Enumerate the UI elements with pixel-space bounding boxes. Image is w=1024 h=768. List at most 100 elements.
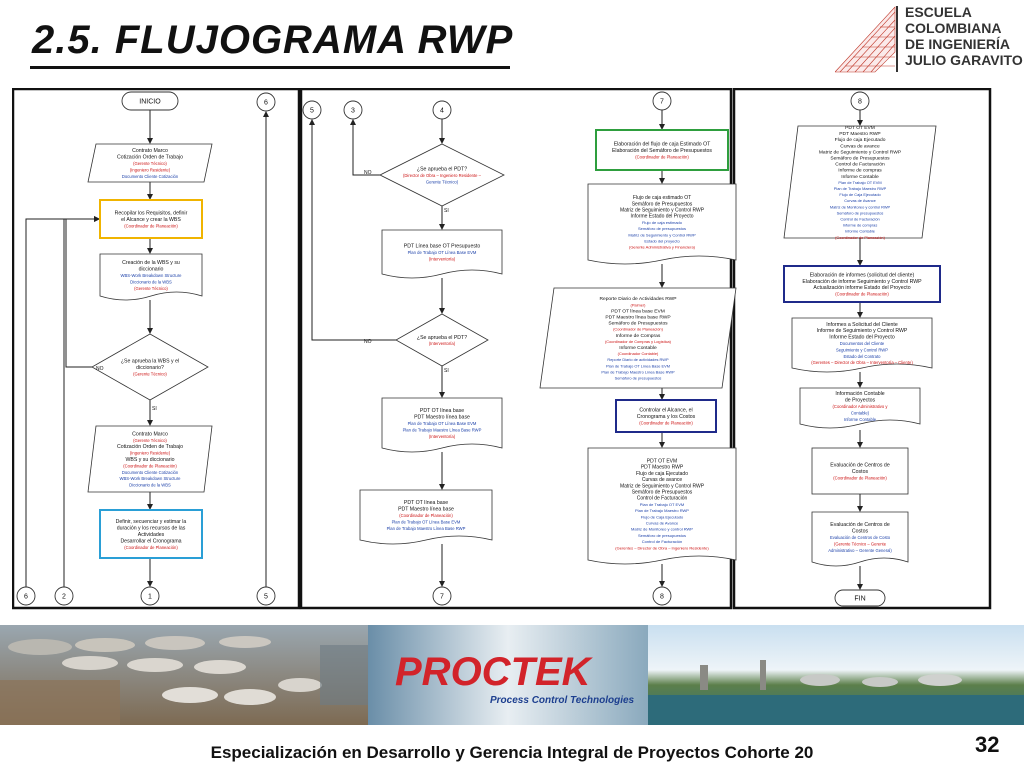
decision-diamond — [395, 313, 489, 367]
connector-circle — [652, 586, 672, 606]
wbs-data-box-line: WBS y su diccionario — [125, 457, 174, 463]
wbs-data-box: Contrato Marco(Gerente Técnico)Cotizació… — [87, 425, 213, 493]
pdt-master-baseline-doc-line: Plan de Trabajo OT Línea Base EVM — [392, 519, 461, 524]
pdt-evm-doc-line: Control de Facturación — [642, 539, 682, 544]
schedule-box-line: (Coordinador de Planeación) — [124, 545, 178, 550]
daily-report-data-line: Reporte Diario de Actividades RWP — [599, 296, 676, 302]
pdt-ot-baseline-doc-line: PDT Maestro línea base — [414, 415, 470, 421]
slide-title: 2.5. FLUJOGRAMA RWP — [32, 18, 514, 62]
brand-tagline: Process Control Technologies — [490, 695, 635, 706]
document-box — [811, 511, 909, 567]
pdt-baseline-doc-line: (Interventoría) — [429, 256, 456, 261]
daily-report-data-line: Informe Contable — [619, 345, 657, 351]
monitoring-data-line: Informe de compras — [843, 223, 878, 228]
monitoring-data-line: Flujo de caja Ejecutado — [835, 137, 886, 143]
branch-label: NO — [96, 366, 104, 372]
monitoring-data-line: Curvas de avance — [840, 143, 880, 149]
connector-circle — [850, 91, 870, 111]
pdt-evm-doc-line: Semáforo de presupuestos — [638, 533, 686, 538]
connector-c3: 3 — [343, 100, 363, 120]
accounting-info-doc-line: Contable) — [851, 410, 870, 415]
cashflow-doc-line: (Gerente Administrativa y Financiera) — [629, 245, 696, 250]
connector-number: 7 — [440, 594, 444, 601]
end-terminal: FIN — [834, 589, 886, 607]
wbs-data-box-line: Diccionario de la WBS — [129, 483, 171, 488]
start-terminal-label: INICIO — [139, 99, 161, 106]
cashflow-elaboration-box-line: (Coordinador de Planeación) — [635, 154, 689, 159]
connector-number: 8 — [660, 594, 664, 601]
wbs-approval-decision: ¿Se aprueba la WBS y eldiccionario?(Gere… — [91, 333, 209, 401]
wbs-data-box-line: Documento Cliente Cotización — [122, 470, 179, 475]
pdt-evm-doc-line: Matriz de Seguimiento y Control RWP — [620, 483, 705, 489]
client-reports-doc-line: Informe de Seguimiento y Control RWP — [817, 328, 908, 334]
reports-elaboration-box-line: Elaboración de informes (solicitud del c… — [810, 272, 915, 278]
pdt-baseline-doc-line: PDT Línea base OT Presupuesto — [404, 244, 481, 250]
cost-centers-doc-line: Administrativo – Gerente General) — [828, 548, 892, 553]
monitoring-data-line: PDT OT EVM — [845, 125, 875, 131]
cashflow-doc-line: Estado del proyecto — [644, 239, 680, 244]
wbs-data-box-line: (Ingeniero Residente) — [130, 451, 171, 456]
daily-report-data-line: Plan de Trabajo Maestro Línea Base RWP — [601, 369, 675, 374]
university-logo — [835, 6, 898, 73]
cashflow-doc-line: Flujo de caja estimado — [642, 220, 683, 225]
daily-report-data-line: Plan de Trabajo OT Línea Base EVM — [606, 363, 670, 368]
branch-label: NO — [364, 339, 372, 345]
connector-number: 6 — [264, 100, 268, 107]
wbs-doc-box-line: diccionario — [139, 267, 164, 273]
cost-centers-doc-line: Costos — [852, 529, 869, 535]
document-box — [791, 317, 933, 373]
wbs-approval-decision-line: ¿Se aprueba la WBS y el — [121, 359, 179, 365]
connector-c7b: 7 — [432, 586, 452, 606]
monitoring-data-line: Plan de Trabajo OT EVM — [838, 180, 881, 185]
monitoring-data-line: Matriz de Seguimiento y Control RWP — [819, 149, 901, 155]
connector-c8b: 8 — [652, 586, 672, 606]
decision-diamond — [379, 143, 505, 207]
accounting-info-doc-line: (Coordinador Administrativo y — [833, 404, 889, 409]
client-reports-doc-line: Estado del Contrato — [843, 354, 881, 359]
pdt-evm-doc-line: Control de Facturación — [637, 496, 688, 502]
pdt-evm-doc-line: Flujo de caja Ejecutado — [636, 471, 688, 477]
document-box — [381, 397, 503, 453]
pdt-master-baseline-doc-line: Plan de Trabajo Maestro Línea Base RWP — [387, 526, 466, 531]
cost-centers-box-line: Evaluación de Centros de — [830, 463, 890, 469]
reports-elaboration-box-line: Actualización informe Estado del Proyect… — [813, 285, 910, 291]
university-name: ESCUELA COLOMBIANA DE INGENIERÍA JULIO G… — [905, 4, 1023, 68]
brand-panel: PROCTEK Process Control Technologies — [368, 625, 648, 725]
connector-circle — [343, 100, 363, 120]
client-reports-doc-line: Documentos del Cliente — [840, 341, 885, 346]
document-box — [381, 229, 503, 279]
branch-label: NO — [364, 170, 372, 176]
control-scope-box-line: Cronograma y los Costos — [637, 414, 696, 420]
daily-report-data-line: PDT Maestro línea base RWP — [605, 315, 670, 321]
pdt-approval-decision-1-line: (Director de Obra – Ingeniero Residente … — [403, 173, 482, 178]
schedule-box-line: Actividades — [138, 532, 165, 538]
pdt-evm-doc-line: (Gerentes – Director de Obra – Ingeniero… — [615, 545, 709, 550]
pdt-approval-decision-2-line: (Interventoría) — [429, 341, 456, 346]
flow-line — [309, 119, 396, 341]
requirements-box-line: (Coordinador de Planeación) — [124, 223, 178, 228]
cost-centers-box: Evaluación de Centros deCostos(Coordinad… — [811, 447, 909, 495]
pdt-evm-doc-line: Curvas de Avance — [646, 521, 679, 526]
reports-elaboration-box-line: Elaboración de informe Seguimiento y Con… — [802, 279, 922, 285]
wbs-data-box-line: WBS-Work Breakdown Structure — [120, 476, 182, 481]
wbs-approval-decision-line: (Gerente Técnico) — [133, 371, 167, 376]
cost-centers-box-line: (Coordinador de Planeación) — [833, 475, 887, 480]
cashflow-doc-line: Flujo de caja estimado OT — [633, 195, 691, 201]
logo-line: ESCUELA — [905, 4, 972, 20]
cashflow-doc-line: Matriz de Seguimiento y Control RWP — [628, 232, 696, 237]
connector-number: 8 — [858, 99, 862, 106]
monitoring-data-line: Flujo de Caja Ejecutado — [839, 192, 880, 197]
monitoring-data-line: Semáforo de presupuestos — [837, 210, 884, 215]
document-box — [587, 183, 737, 265]
cashflow-elaboration-box: Elaboración del flujo de caja Estimado O… — [595, 129, 729, 171]
brand-logo: PROCTEK — [395, 650, 594, 694]
logo-mark — [835, 6, 898, 73]
photo-banner: PROCTEK Process Control Technologies — [0, 625, 1024, 725]
connector-circle — [432, 100, 452, 120]
